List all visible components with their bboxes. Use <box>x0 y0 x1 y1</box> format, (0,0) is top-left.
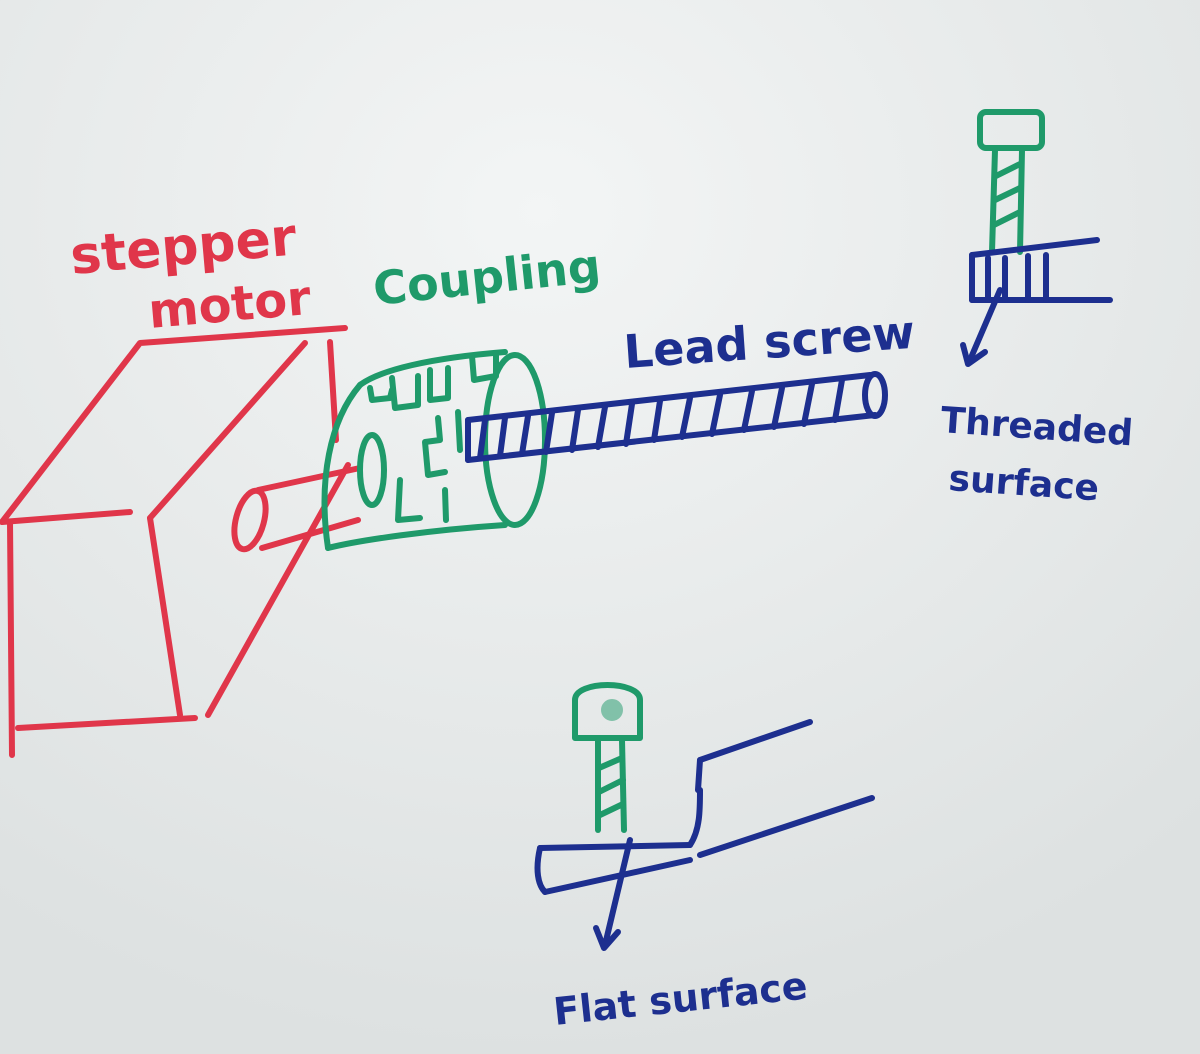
motor-inner-edge <box>147 340 308 521</box>
motor-front-right <box>147 515 183 718</box>
motor-front-bottom <box>15 715 198 731</box>
arrow-down-icon <box>602 837 633 948</box>
lead-screw <box>465 371 888 463</box>
coupling <box>321 349 548 551</box>
flat-plate <box>534 719 875 951</box>
coupling-bottom <box>325 522 508 551</box>
motor-top-edge <box>0 325 348 525</box>
shaft-bottom <box>259 517 361 551</box>
screw-top <box>465 372 873 423</box>
flat-surface-detail <box>534 682 875 951</box>
coupling-top <box>357 349 508 388</box>
bolt-top <box>977 109 1045 255</box>
arrow-down-icon <box>967 287 1003 363</box>
motor-front-top <box>0 509 133 525</box>
shaft-top <box>255 465 363 493</box>
bolt-bottom <box>572 682 643 833</box>
coupling-bore <box>357 432 387 508</box>
coupling-left <box>321 382 363 551</box>
motor-front-left <box>7 519 15 758</box>
threaded-plate <box>960 237 1113 367</box>
screw-end <box>862 371 888 419</box>
threaded-surface-detail <box>960 109 1113 367</box>
